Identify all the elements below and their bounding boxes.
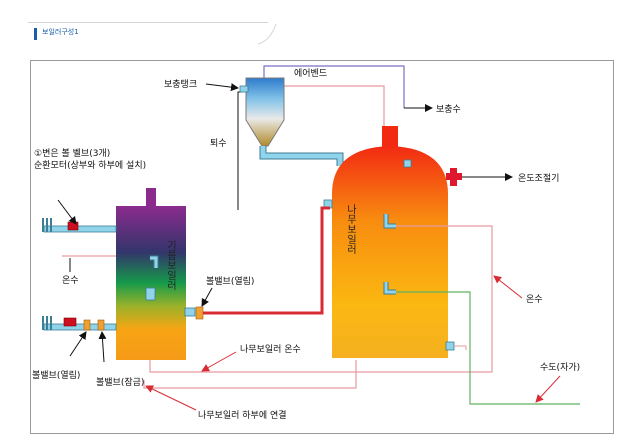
wood-boiler	[332, 126, 448, 358]
temp-control-label: 온도조절기	[518, 172, 559, 184]
valve-note-arrow	[57, 199, 77, 225]
ball-valve-open-left-label: 볼밸브(열림)	[32, 369, 80, 381]
header-accent-bar	[34, 28, 37, 40]
air-vent-line	[263, 65, 405, 108]
header-title: 보일러구성1	[42, 28, 79, 36]
tank-return-line	[284, 85, 385, 128]
valve-note-line2: 순환모터(상부와 하부에 설치)	[34, 159, 146, 171]
ball-valve-open-right-label: 볼밸브(열림)	[206, 275, 254, 287]
oil-boiler	[116, 188, 186, 360]
hot-supply-pipe	[203, 206, 330, 315]
wood-boiler-bottom-label: 나무보일러 하부에 연결	[198, 410, 287, 421]
makeup-water-label: 보충수	[436, 104, 461, 115]
page-header: 보일러구성1	[28, 22, 277, 45]
wood-boiler-label: 나무보일러	[345, 204, 357, 255]
hot-water-left-label: 온수	[62, 275, 79, 286]
temperature-controller	[446, 168, 462, 186]
tank-feed-pipe	[260, 146, 343, 166]
drain-label: 퇴수	[210, 138, 227, 149]
ball-valve-open-right	[195, 306, 204, 320]
expansion-tank-label: 보충탱크	[164, 79, 197, 90]
tap-water-line	[396, 291, 580, 405]
valve-note-line1: ①변은 볼 벨브(3개)	[34, 148, 110, 159]
oil-boiler-label: 기름보일러	[165, 240, 177, 291]
drain-line	[237, 91, 242, 210]
tap-water-label: 수도(자가)	[540, 362, 580, 373]
header-corner-decoration	[258, 23, 277, 45]
air-vent-label: 에어벤드	[294, 68, 327, 79]
hot-water-right-label: 온수	[526, 294, 543, 305]
expansion-tank	[239, 77, 285, 147]
wood-boiler-bottom-line	[143, 360, 357, 389]
ball-valve-closed-label: 볼밸브(잠금)	[96, 377, 144, 388]
lower-circulation-pipe	[42, 316, 117, 331]
wood-boiler-hot-water-label: 나무보일러 온수	[240, 344, 301, 355]
upper-circulation-pipe	[42, 218, 117, 233]
